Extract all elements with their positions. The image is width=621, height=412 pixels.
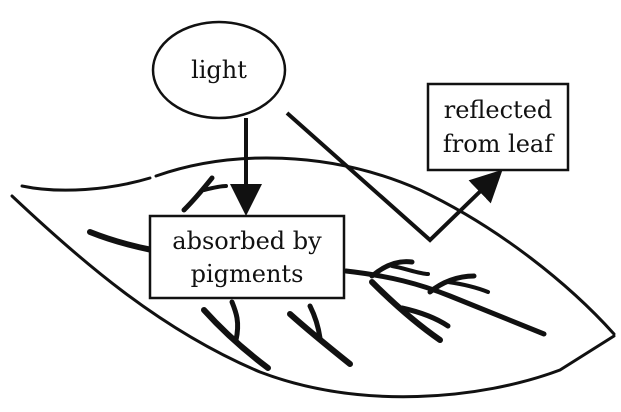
leaf-vein-upper-2-fork [390,264,430,276]
leaf-midrib-right [343,268,547,337]
light-label: light [191,56,247,84]
reflected-light-arrow [285,111,503,243]
leaf-vein-upper-3-fork [446,280,490,294]
light-node: light [151,20,287,120]
reflected-label-line2: from leaf [443,130,555,158]
leaf-illustration [10,156,616,399]
absorbed-label-line1: absorbed by [172,227,322,255]
leaf-vein-lower-3-fork [399,305,451,329]
leaf-vein-upper-1-fork [202,184,228,192]
leaf-vein-lower-3 [369,279,443,343]
absorbed-label-line2: pigments [191,260,304,288]
absorbed-node: absorbed by pigments [148,214,346,300]
reflected-node: reflected from leaf [426,82,570,172]
leaf-upper-outline [154,156,616,336]
leaf-vein-lower-1-fork [229,299,241,343]
leaf-vein-upper-3 [427,273,477,295]
leaf-top-edge [20,176,152,192]
leaf-vein-lower-2-fork [307,303,323,341]
leaf-lower-outline [10,194,616,399]
leaf-vein-upper-1 [181,175,215,213]
reflected-label-line1: reflected [444,96,553,124]
leaf-midrib-left [87,229,155,253]
